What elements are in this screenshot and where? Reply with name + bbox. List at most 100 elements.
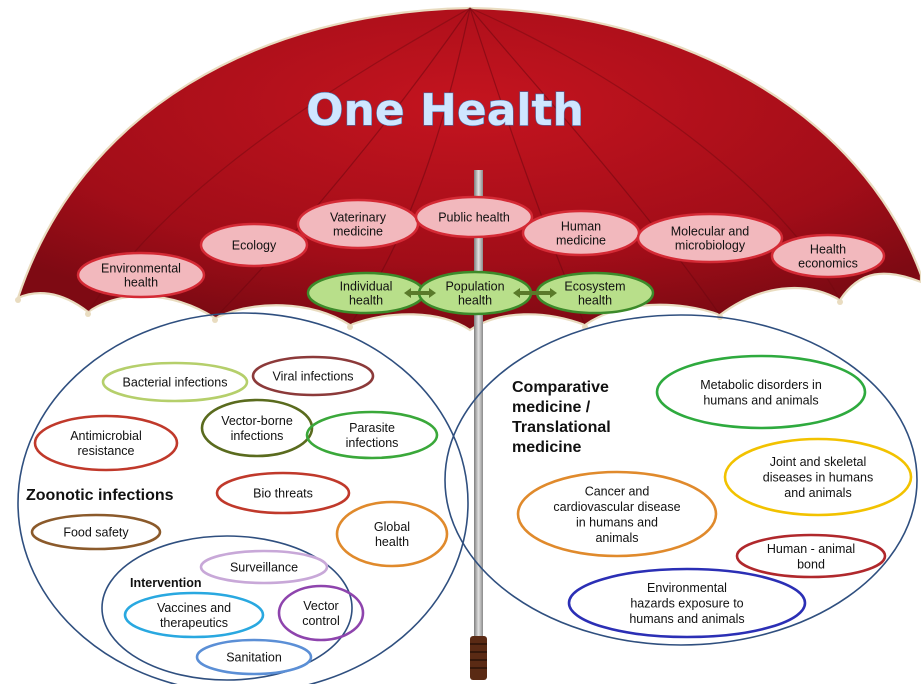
environmental-health-ellipse <box>76 251 206 299</box>
ecology-ellipse <box>199 222 309 268</box>
canopy-tip <box>347 324 353 330</box>
canopy-tip <box>85 311 91 317</box>
joint-skeletal-diseases-label: and animals <box>784 486 851 500</box>
antimicrobial-resistance-label: Antimicrobial <box>70 429 142 443</box>
cancer-cardiovascular-label: cardiovascular disease <box>553 500 680 514</box>
molecular-microbiology-ellipse <box>636 212 784 264</box>
health-economics-label: Health <box>810 243 846 257</box>
global-health-label: health <box>375 535 409 549</box>
bacterial-infections-node: Bacterial infections <box>101 361 249 403</box>
joint-skeletal-diseases-label: diseases in humans <box>763 471 873 485</box>
surveillance-ellipse <box>199 549 329 585</box>
antimicrobial-resistance-label: resistance <box>78 444 135 458</box>
zoonotic-items: Bacterial infections Viral infectionsVect… <box>30 355 449 568</box>
zoonotic-heading: Zoonotic infections <box>26 487 174 504</box>
cancer-cardiovascular-label: animals <box>595 531 638 545</box>
zoonotic-circle <box>17 312 469 684</box>
intervention-heading: Intervention <box>130 576 202 590</box>
viral-infections-label: Viral infections <box>272 370 353 384</box>
individual-health-label: health <box>349 294 383 308</box>
food-safety-node: Food safety <box>30 513 162 551</box>
intervention-circle <box>101 535 353 681</box>
comparative-heading-line: medicine / <box>512 399 591 416</box>
comparative-circle <box>444 314 918 646</box>
ecology-node: Ecology <box>199 222 309 268</box>
joint-skeletal-diseases-ellipse <box>723 437 913 517</box>
bio-threats-ellipse <box>215 471 351 515</box>
health-levels: IndividualhealthPopulationhealthEcosyste… <box>306 270 655 316</box>
public-health-ellipse <box>414 195 534 239</box>
double-arrow-icon <box>404 288 436 298</box>
comparative-heading-line: Translational <box>512 419 611 436</box>
veterinary-medicine-label: Vaterinary <box>330 211 387 225</box>
food-safety-ellipse <box>30 513 162 551</box>
joint-skeletal-diseases-label: Joint and skeletal <box>770 455 867 469</box>
food-safety-label: Food safety <box>63 526 129 540</box>
human-medicine-label: Human <box>561 220 601 234</box>
canopy-tip <box>15 297 21 303</box>
diagram-title: One Health <box>306 85 584 136</box>
human-animal-bond-ellipse <box>735 533 887 579</box>
vaccines-therapeutics-label: therapeutics <box>160 616 228 630</box>
vaccines-therapeutics-ellipse <box>123 591 265 639</box>
umbrella-handle <box>470 636 487 680</box>
canopy-rib <box>469 7 721 316</box>
vector-borne-infections-label: Vector-borne <box>221 414 293 428</box>
viral-infections-ellipse <box>251 355 375 397</box>
canopy-rib <box>214 7 471 319</box>
cancer-cardiovascular-ellipse <box>516 470 718 558</box>
ecosystem-health-label: Ecosystem <box>564 280 625 294</box>
metabolic-disorders-label: humans and animals <box>703 393 818 407</box>
umbrella-shaft <box>474 170 483 638</box>
individual-health-label: Individual <box>340 280 393 294</box>
comparative-heading-line: Comparative <box>512 379 609 396</box>
bio-threats-node: Bio threats <box>215 471 351 515</box>
parasite-infections-ellipse <box>305 410 439 460</box>
bio-threats-label: Bio threats <box>253 487 313 501</box>
parasite-infections-label: Parasite <box>349 421 395 435</box>
cancer-cardiovascular-label: Cancer and <box>585 484 650 498</box>
vector-control-label: control <box>302 614 340 628</box>
public-health-label: Public health <box>438 211 510 225</box>
joint-skeletal-diseases-node: Joint and skeletal diseases in humansand … <box>723 437 913 517</box>
human-medicine-label: medicine <box>556 234 606 248</box>
public-health-node: Public health <box>414 195 534 239</box>
environmental-health-label: Environmental <box>101 262 181 276</box>
vector-borne-infections-label: infections <box>231 429 284 443</box>
molecular-microbiology-label: microbiology <box>675 239 746 253</box>
cancer-cardiovascular-label: in humans and <box>576 515 658 529</box>
canopy-disciplines: EnvironmentalhealthEcologyVaterinarymedi… <box>76 195 886 299</box>
surveillance-node: Surveillance <box>199 549 329 585</box>
global-health-label: Global <box>374 520 410 534</box>
environmental-hazards-label: humans and animals <box>629 612 744 626</box>
metabolic-disorders-ellipse <box>655 354 867 430</box>
antimicrobial-resistance-ellipse <box>33 414 179 472</box>
global-health-ellipse <box>335 500 449 568</box>
metabolic-disorders-label: Metabolic disorders in <box>700 378 822 392</box>
canopy-tip <box>837 299 843 305</box>
sanitation-label: Sanitation <box>226 651 282 665</box>
viral-infections-node: Viral infections <box>251 355 375 397</box>
sanitation-node: Sanitation <box>195 638 313 676</box>
ecology-label: Ecology <box>232 239 277 253</box>
health-economics-ellipse <box>770 233 886 279</box>
canopy-tip <box>212 317 218 323</box>
human-animal-bond-label: Human - animal <box>767 542 855 556</box>
environmental-hazards-label: Environmental <box>647 581 727 595</box>
veterinary-medicine-label: medicine <box>333 225 383 239</box>
